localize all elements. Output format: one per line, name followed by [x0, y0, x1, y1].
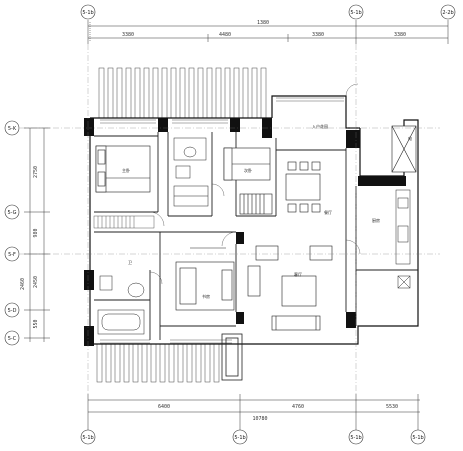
room-label-kitchen: 厨房 — [372, 217, 380, 223]
elevator-shaft — [391, 125, 417, 173]
grid-bubble-bottom-1: 5-1b — [82, 435, 93, 441]
room-label-living: 客厅 — [294, 271, 302, 277]
balcony-bay — [221, 333, 243, 381]
bottom-right-dimension: 5530 — [386, 404, 398, 410]
left-dimension-3: 2460 — [20, 278, 26, 290]
bottom-dimension-1: 6400 — [158, 404, 170, 410]
study-furniture — [175, 247, 235, 311]
left-dimension-5: 550 — [33, 319, 39, 328]
room-label-dining: 餐厅 — [324, 209, 332, 215]
top-dimension-1: 3380 — [122, 32, 134, 38]
room-label-master-bedroom: 主卧 — [122, 167, 130, 173]
master-bed — [95, 145, 151, 193]
grid-bubble-top-1: 5-1b — [82, 10, 93, 16]
bottom-louver-fins — [96, 343, 220, 383]
grid-bubble-left-2: 5-G — [7, 210, 16, 216]
bottom-grid-bubbles — [80, 429, 426, 445]
lower-bath-fixtures — [97, 275, 145, 335]
grid-bubble-bottom-4: 5-1b — [412, 435, 423, 441]
second-bed — [223, 147, 273, 215]
room-label-bath: 卫 — [128, 260, 132, 265]
room-label-elevator: 电 — [408, 135, 412, 141]
grid-bubble-left-5: 5-C — [8, 336, 17, 342]
structural-columns — [84, 118, 406, 346]
grid-bubble-top-3: 2-2b — [442, 10, 453, 16]
bottom-total-dimension: 10780 — [252, 416, 267, 422]
grid-bubble-left-3: 5-F — [8, 252, 16, 258]
kitchen-counters — [395, 189, 411, 289]
center-bathroom-fixtures — [173, 137, 209, 207]
top-grid-bubbles — [80, 4, 456, 20]
top-louver-fins — [98, 67, 267, 119]
left-dimension-2: 980 — [33, 228, 39, 237]
top-dimension-2: 4480 — [219, 32, 231, 38]
top-total-dimension: 1380 — [257, 20, 269, 26]
living-room-furniture — [247, 245, 333, 331]
exterior-walls — [89, 95, 419, 345]
left-grid-bubbles — [4, 120, 20, 346]
left-dimension-4: 2450 — [33, 276, 39, 288]
grid-axis-lines — [20, 44, 440, 394]
dining-table — [285, 161, 321, 213]
left-dimension-1: 2750 — [33, 166, 39, 178]
top-dimension-3: 3380 — [312, 32, 324, 38]
bottom-dimension-2: 4760 — [292, 404, 304, 410]
grid-bubble-top-2: 5-1b — [350, 10, 361, 16]
top-dimension-4: 3380 — [394, 32, 406, 38]
master-wardrobe — [93, 215, 155, 229]
top-dimension-group — [87, 20, 449, 44]
room-label-study: 书房 — [202, 293, 210, 299]
grid-bubble-bottom-3: 5-1b — [350, 435, 361, 441]
grid-bubble-left-1: 5-K — [8, 126, 17, 132]
room-label-entry-garden: 入户花园 — [312, 123, 328, 129]
room-label-second-bedroom: 次卧 — [244, 167, 252, 173]
bottom-dimension-group — [87, 394, 420, 430]
grid-bubble-left-4: 5-D — [8, 308, 17, 314]
grid-bubble-bottom-2: 5-1b — [234, 435, 245, 441]
